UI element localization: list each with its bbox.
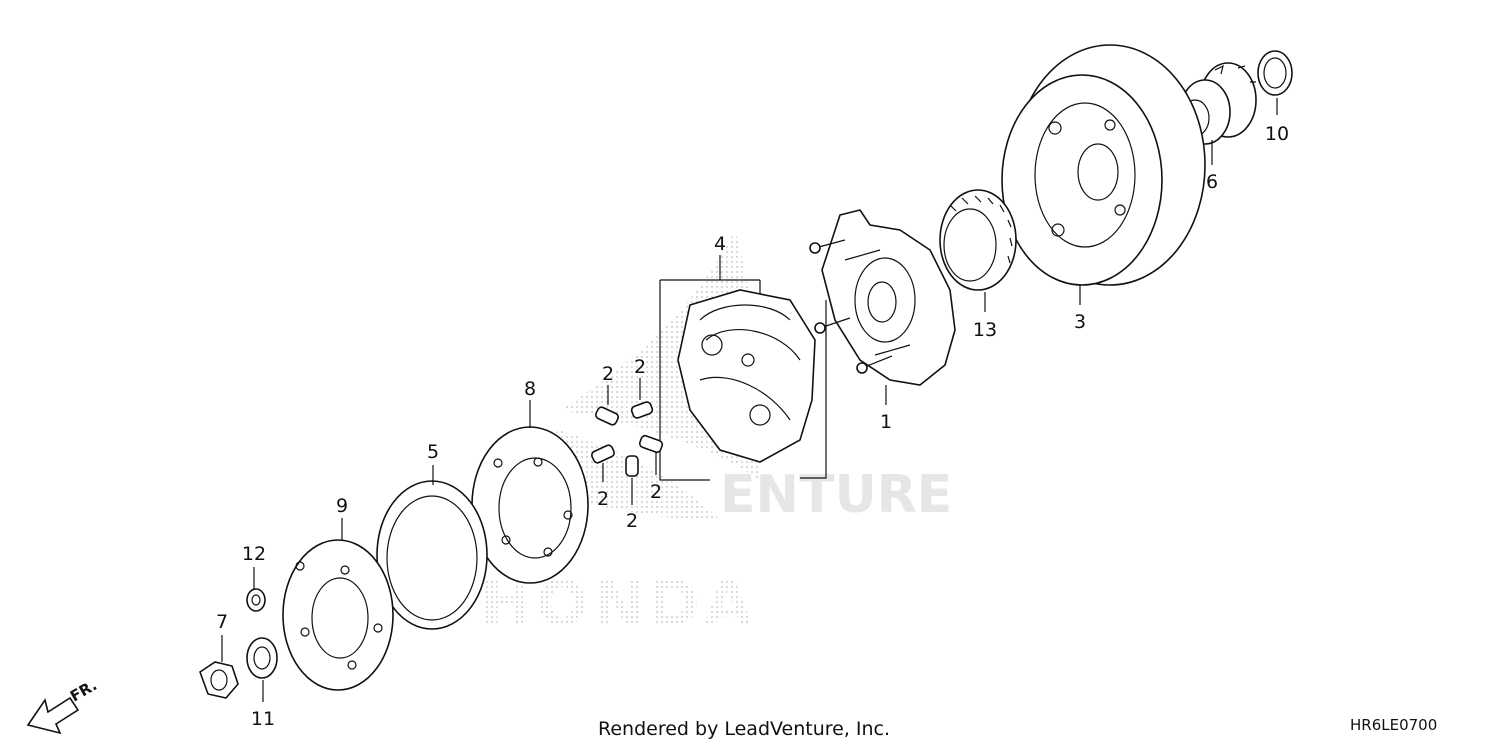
callout-10: 10 — [1265, 123, 1289, 145]
part-12-nut — [246, 588, 266, 612]
part-13-one-way-clutch — [939, 189, 1017, 291]
callout-2: 2 — [626, 510, 638, 532]
callout-11: 11 — [251, 708, 275, 730]
arrow-left-down-icon — [26, 696, 80, 735]
part-5-ring — [376, 480, 488, 630]
callout-2: 2 — [634, 356, 646, 378]
part-10-washer — [1257, 50, 1293, 96]
callout-4: 4 — [714, 233, 726, 255]
credit-text: Rendered by LeadVenture, Inc. — [598, 718, 891, 740]
callout-2: 2 — [602, 363, 614, 385]
callout-13: 13 — [973, 319, 997, 341]
part-4-clutch-weights — [659, 279, 827, 481]
part-11-washer — [246, 637, 278, 679]
part-7-nut — [199, 661, 239, 699]
front-direction-indicator: FR. — [26, 676, 100, 735]
callout-9: 9 — [336, 495, 348, 517]
callout-8: 8 — [524, 378, 536, 400]
callout-3: 3 — [1074, 311, 1086, 333]
leader-lines — [221, 98, 1278, 702]
watermark-word: ENTURE — [720, 465, 952, 525]
callout-5: 5 — [427, 441, 439, 463]
part-1-drive-plate — [809, 209, 956, 386]
callouts: 1 2 2 2 2 2 2 3 4 5 6 7 8 9 10 11 12 13 — [216, 123, 1289, 730]
part-8-plate — [471, 426, 589, 584]
callout-6: 6 — [1206, 171, 1218, 193]
callout-2: 2 — [650, 481, 662, 503]
callout-1: 1 — [880, 411, 892, 433]
callout-12: 12 — [242, 543, 266, 565]
callout-7: 7 — [216, 611, 228, 633]
part-3-clutch-drum — [1001, 44, 1206, 286]
callout-2: 2 — [597, 488, 609, 510]
diagram-code: HR6LE0700 — [1350, 716, 1438, 734]
part-2-springs — [591, 401, 664, 477]
part-9-plate — [282, 539, 394, 691]
